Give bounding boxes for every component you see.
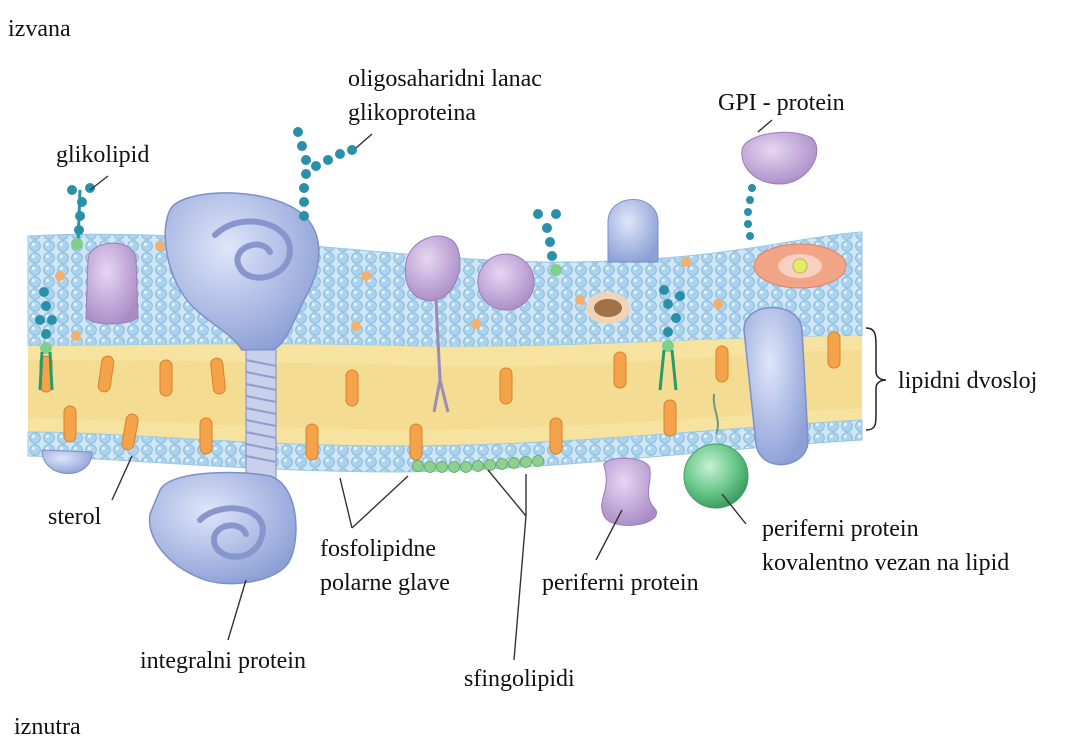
salmon-ring-protein bbox=[754, 244, 846, 288]
label-outside: izvana bbox=[8, 14, 71, 44]
label-inside: iznutra bbox=[14, 712, 81, 742]
protein-purple-round bbox=[478, 254, 534, 310]
bilayer-bracket bbox=[866, 328, 886, 430]
label-peripheral-covalent-2: kovalentno vezan na lipid bbox=[762, 548, 1009, 578]
gpi-protein bbox=[742, 132, 817, 240]
protein-purple-left bbox=[86, 243, 138, 324]
label-sphingolipids: sfingolipidi bbox=[464, 664, 575, 694]
label-gpi-protein: GPI - protein bbox=[718, 88, 845, 118]
peripheral-protein bbox=[602, 458, 657, 525]
oligosaccharide-chain bbox=[293, 127, 357, 221]
label-peripheral-protein: periferni protein bbox=[542, 568, 699, 598]
label-glycolipid: glikolipid bbox=[56, 140, 149, 170]
label-lipid-bilayer: lipidni dvosloj bbox=[898, 366, 1037, 396]
protein-blue-inner-left bbox=[42, 450, 92, 474]
protein-blue-top bbox=[608, 200, 658, 263]
label-phospholipid-2: polarne glave bbox=[320, 568, 450, 598]
label-sterol: sterol bbox=[48, 502, 101, 532]
label-peripheral-covalent-1: periferni protein bbox=[762, 514, 919, 544]
label-integral-protein: integralni protein bbox=[140, 646, 306, 676]
label-oligosaccharide-2: glikoproteina bbox=[348, 98, 476, 128]
label-oligosaccharide-1: oligosaharidni lanac bbox=[348, 64, 542, 94]
label-phospholipid-1: fosfolipidne bbox=[320, 534, 436, 564]
brown-particle bbox=[586, 292, 630, 324]
